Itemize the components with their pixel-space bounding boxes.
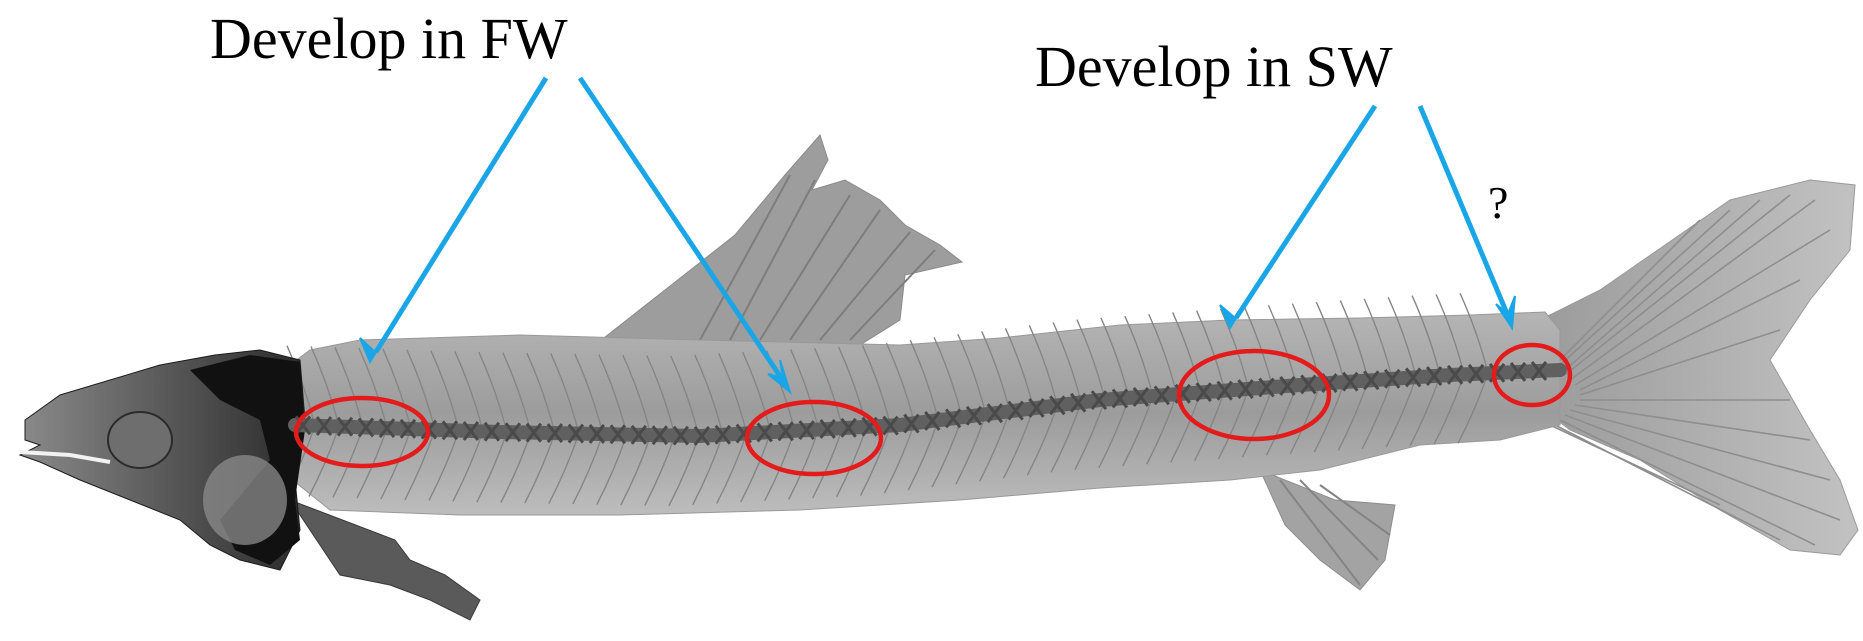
fish-body	[270, 312, 1560, 515]
label-uncertain-question-mark: ?	[1488, 180, 1508, 226]
anal-fin	[1260, 470, 1395, 590]
arrow-fw-to-anterior	[376, 78, 546, 352]
eye-socket	[108, 412, 172, 468]
arrow-sw-to-posterior	[1236, 106, 1375, 318]
dorsal-fin	[595, 135, 962, 345]
gill-region	[203, 455, 287, 545]
caudal-fin	[1530, 180, 1858, 555]
pectoral-fin	[290, 500, 480, 620]
label-develop-in-fw: Develop in FW	[210, 10, 568, 68]
label-develop-in-sw: Develop in SW	[1035, 38, 1393, 96]
